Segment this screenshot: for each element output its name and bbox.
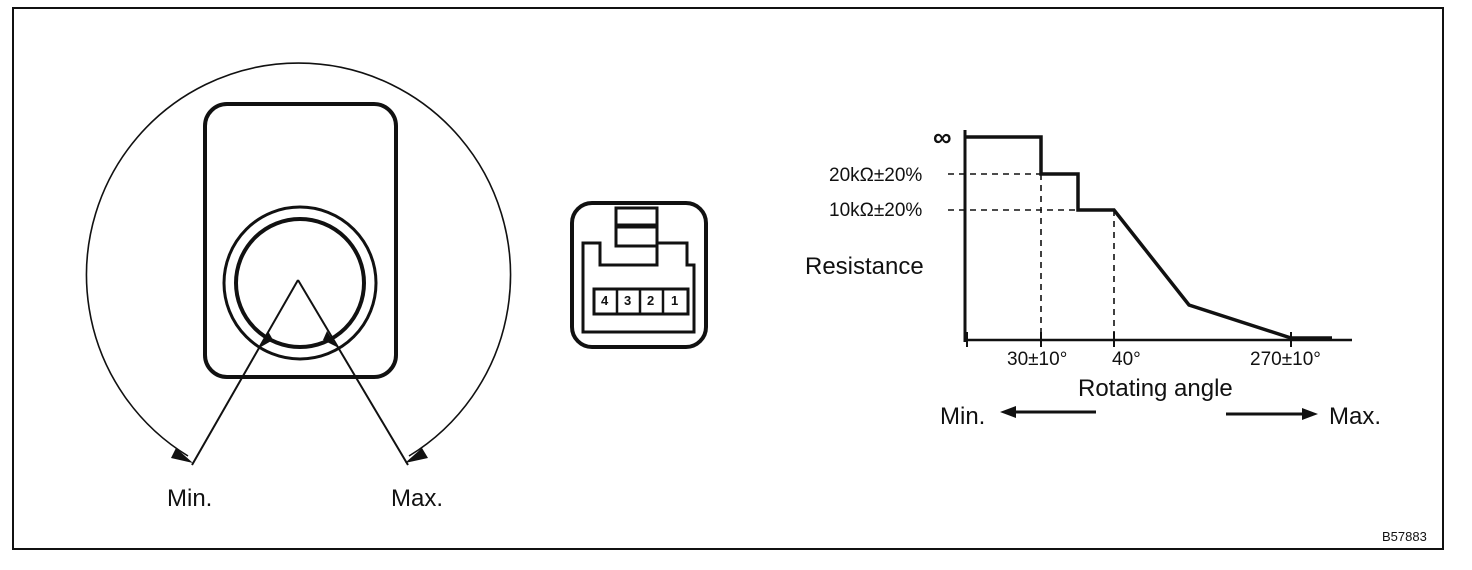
graph-max-label: Max. bbox=[1329, 403, 1382, 430]
y-axis-label: Resistance bbox=[805, 253, 924, 280]
max-arrowhead bbox=[405, 448, 428, 463]
knob-inner-ring bbox=[234, 217, 366, 349]
figure-frame bbox=[12, 7, 1444, 550]
x-tick-270-label: 270±10° bbox=[1250, 349, 1321, 370]
connector-illustration bbox=[570, 201, 708, 349]
knob-outer-ring bbox=[222, 205, 378, 361]
y-tick-10k: 10kΩ±20% bbox=[829, 200, 923, 221]
knob-min-label: Min. bbox=[167, 485, 213, 512]
min-direction-arrowhead bbox=[1000, 406, 1016, 418]
rotation-arc bbox=[85, 62, 512, 457]
pin-number: 4 bbox=[601, 293, 609, 308]
min-pointer-tip bbox=[259, 331, 273, 348]
min-arrowhead bbox=[171, 448, 193, 463]
pin-number: 1 bbox=[671, 293, 679, 308]
figure-code: B57883 bbox=[1382, 529, 1427, 544]
guide-lines bbox=[948, 173, 1115, 340]
x-axis-label: Rotating angle bbox=[1078, 375, 1233, 402]
x-tick-40-label: 40° bbox=[1112, 349, 1141, 370]
min-pointer-line bbox=[191, 279, 299, 466]
x-tick-30-label: 30±10° bbox=[1007, 349, 1068, 370]
knob-housing bbox=[203, 102, 398, 379]
graph-min-label: Min. bbox=[940, 403, 986, 430]
pin-number: 3 bbox=[624, 293, 632, 308]
y-tick-infinity: ∞ bbox=[933, 122, 952, 152]
max-pointer-line bbox=[297, 279, 409, 466]
connector-body bbox=[570, 201, 708, 349]
connector-cavity bbox=[581, 241, 696, 334]
max-direction-arrowhead bbox=[1302, 408, 1318, 420]
resistance-curve bbox=[965, 135, 1332, 340]
knob-assembly bbox=[85, 62, 512, 466]
max-pointer-tip bbox=[323, 331, 337, 347]
knob-max-label: Max. bbox=[391, 485, 444, 512]
pin-number: 2 bbox=[647, 293, 655, 308]
y-tick-20k: 20kΩ±20% bbox=[829, 165, 923, 186]
resistance-graph bbox=[948, 130, 1352, 420]
